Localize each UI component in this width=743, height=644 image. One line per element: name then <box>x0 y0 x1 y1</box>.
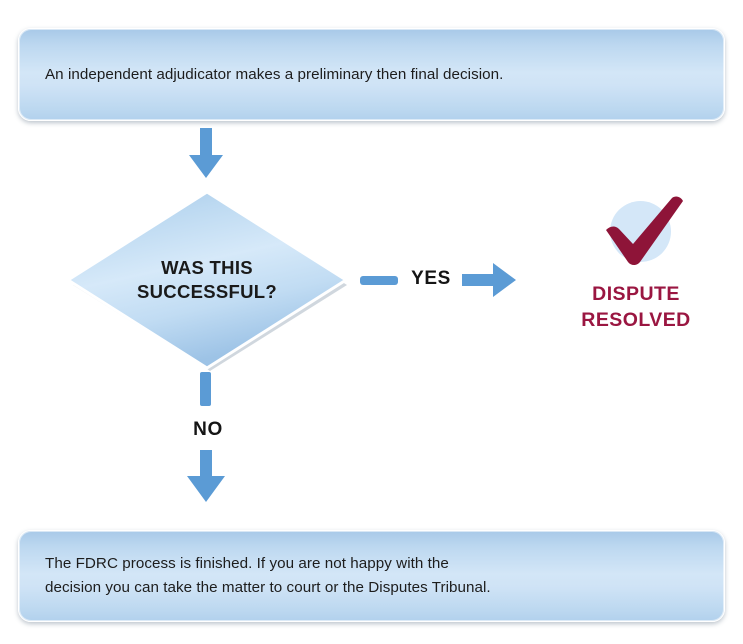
process-box-adjudicator-text: An independent adjudicator makes a preli… <box>45 65 504 83</box>
outcome-dispute-resolved: DISPUTE RESOLVED <box>530 196 742 346</box>
no-branch-label: NO <box>193 419 223 440</box>
process-box-final-outcome-text: The FDRC process is finished. If you are… <box>45 555 491 596</box>
process-box-final-outcome: The FDRC process is finished. If you are… <box>18 530 725 622</box>
arrow-down-to-final-icon <box>187 450 225 502</box>
yes-branch-label: YES <box>411 268 451 289</box>
process-box-adjudicator: An independent adjudicator makes a preli… <box>18 28 725 121</box>
check-mark-icon <box>606 196 683 265</box>
yes-branch-dash-icon <box>360 276 398 285</box>
outcome-caption-label: DISPUTE RESOLVED <box>581 283 691 331</box>
no-branch-stem-icon <box>200 372 211 406</box>
decision-diamond-shape <box>66 190 348 370</box>
arrow-down-to-decision-icon <box>189 128 223 178</box>
decision-diamond: WAS THIS SUCCESSFUL? <box>66 190 348 371</box>
arrow-right-to-outcome-icon <box>462 263 516 297</box>
